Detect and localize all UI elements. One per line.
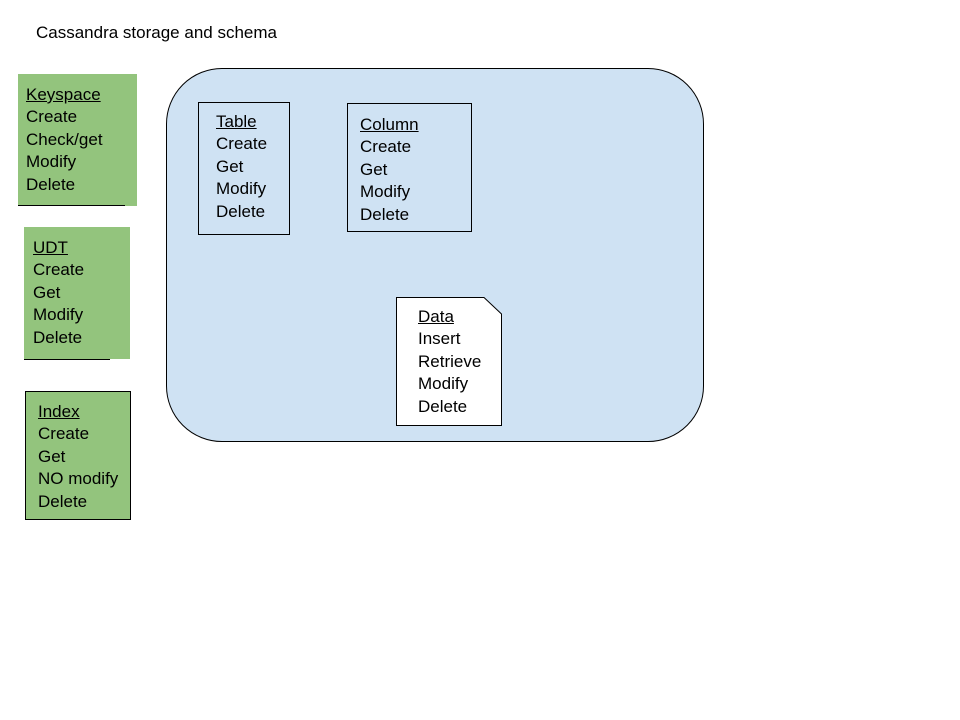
table-item-get: Get (216, 156, 244, 176)
udt-header: UDT (33, 238, 68, 257)
udt-item-create: Create (33, 260, 85, 280)
udt-item-modify: Modify (33, 305, 84, 325)
index-item-no-modify: NO modify (38, 469, 119, 489)
udt-item-delete: Delete (33, 327, 83, 347)
index-box: Index Create Get NO modify Delete (25, 391, 131, 520)
udt-underline (24, 359, 110, 360)
column-item-modify: Modify (360, 182, 411, 202)
data-header: Data (418, 307, 454, 326)
column-item-delete: Delete (360, 204, 410, 224)
keyspace-box: Keyspace Create Check/get Modify Delete (18, 74, 137, 206)
data-item-delete: Delete (418, 396, 468, 416)
column-box: Column Create Get Modify Delete (347, 103, 472, 232)
table-item-modify: Modify (216, 179, 267, 199)
keyspace-item-create: Create (26, 107, 78, 127)
data-box-text: Data Insert Retrieve Modify Delete (396, 297, 502, 426)
data-box: Data Insert Retrieve Modify Delete (396, 297, 502, 426)
keyspace-item-modify: Modify (26, 152, 77, 172)
index-item-create: Create (38, 424, 90, 444)
data-box-outline (396, 297, 502, 426)
keyspace-item-check-get: Check/get (26, 129, 103, 149)
index-item-get: Get (38, 446, 66, 466)
index-header: Index (38, 402, 80, 421)
diagram-title: Cassandra storage and schema (36, 23, 277, 42)
keyspace-underline (18, 205, 125, 206)
table-item-delete: Delete (216, 201, 266, 221)
data-item-insert: Insert (418, 329, 461, 349)
column-header: Column (360, 115, 419, 134)
keyspace-header: Keyspace (26, 85, 101, 104)
column-item-get: Get (360, 159, 388, 179)
data-item-retrieve: Retrieve (418, 351, 482, 371)
table-header: Table (216, 112, 257, 131)
table-box: Table Create Get Modify Delete (198, 102, 290, 235)
udt-box: UDT Create Get Modify Delete (24, 227, 130, 359)
keyspace-item-delete: Delete (26, 174, 76, 194)
udt-item-get: Get (33, 282, 61, 302)
table-item-create: Create (216, 134, 268, 154)
index-item-delete: Delete (38, 491, 88, 511)
data-item-modify: Modify (418, 374, 469, 394)
column-item-create: Create (360, 137, 412, 157)
